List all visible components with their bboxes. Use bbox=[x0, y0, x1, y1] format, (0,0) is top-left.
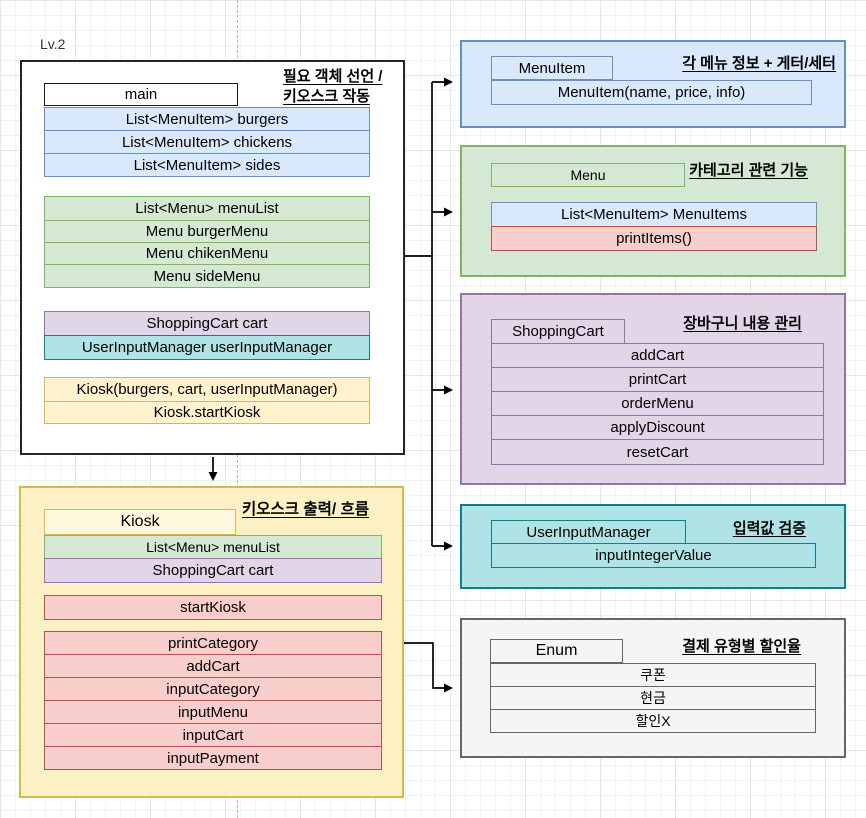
kiosk-fields-group: List<Menu> menuList ShoppingCart cart bbox=[44, 535, 382, 583]
row-cart-ordermenu: orderMenu bbox=[491, 391, 824, 416]
row-addcart: addCart bbox=[44, 654, 382, 678]
row-inputintegervalue: inputIntegerValue bbox=[491, 543, 816, 568]
row-startkiosk: startKiosk bbox=[44, 595, 382, 620]
main-header-box: main bbox=[44, 83, 238, 106]
enum-header-box: Enum bbox=[490, 639, 623, 663]
row-cart-applydiscount: applyDiscount bbox=[491, 415, 824, 440]
main-box-title-line2: 키오스크 작동 bbox=[283, 88, 370, 105]
main-manager-fields-group: ShoppingCart cart UserInputManager userI… bbox=[44, 311, 370, 360]
row-inputmenu: inputMenu bbox=[44, 700, 382, 724]
row-kiosk-menulist: List<Menu> menuList bbox=[44, 535, 382, 559]
shoppingcart-header-box: ShoppingCart bbox=[491, 319, 625, 344]
level-label: Lv.2 bbox=[40, 36, 66, 52]
menuitem-box-title: 각 메뉴 정보 + 게터/세터 bbox=[682, 55, 836, 72]
menu-header-box: Menu bbox=[491, 163, 685, 187]
main-box-title-line1: 필요 객체 선언 / bbox=[283, 68, 383, 85]
menuitem-header-box: MenuItem bbox=[491, 56, 613, 80]
menu-class-box: 카테고리 관련 기능 Menu List<MenuItem> MenuItems… bbox=[460, 145, 846, 277]
row-printcategory: printCategory bbox=[44, 631, 382, 655]
main-list-fields-group: List<MenuItem> burgers List<MenuItem> ch… bbox=[44, 107, 370, 177]
row-kiosk-constructor: Kiosk(burgers, cart, userInputManager) bbox=[44, 377, 370, 402]
kiosk-class-box: 키오스크 출력/ 흐름 Kiosk List<Menu> menuList Sh… bbox=[19, 486, 404, 798]
row-burgers: List<MenuItem> burgers bbox=[44, 107, 370, 131]
row-menu-menuitems: List<MenuItem> MenuItems bbox=[491, 202, 817, 227]
row-inputpayment: inputPayment bbox=[44, 746, 382, 770]
row-enum-cash: 현금 bbox=[490, 686, 816, 710]
userinputmanager-header-box: UserInputManager bbox=[491, 520, 686, 544]
row-menulist: List<Menu> menuList bbox=[44, 196, 370, 221]
menuitem-class-box: 각 메뉴 정보 + 게터/세터 MenuItem MenuItem(name, … bbox=[460, 40, 846, 128]
main-menu-fields-group: List<Menu> menuList Menu burgerMenu Menu… bbox=[44, 196, 370, 288]
enum-box-title: 결제 유형별 할인율 bbox=[682, 638, 801, 655]
enum-values-group: 쿠폰 현금 할인X bbox=[490, 663, 816, 733]
shoppingcart-methods-group: addCart printCart orderMenu applyDiscoun… bbox=[491, 343, 824, 465]
connector-kiosk-to-enum bbox=[404, 642, 453, 693]
enum-class-box: 결제 유형별 할인율 Enum 쿠폰 현금 할인X bbox=[460, 618, 846, 758]
row-menu-printitems: printItems() bbox=[491, 226, 817, 251]
row-chikenmenu: Menu chikenMenu bbox=[44, 242, 370, 265]
main-declaration-box: 필요 객체 선언 / 키오스크 작동 main List<MenuItem> b… bbox=[20, 60, 405, 455]
row-enum-nodiscount: 할인X bbox=[490, 709, 816, 733]
row-enum-coupon: 쿠폰 bbox=[490, 663, 816, 687]
row-inputcategory: inputCategory bbox=[44, 677, 382, 701]
main-kiosk-calls-group: Kiosk(burgers, cart, userInputManager) K… bbox=[44, 377, 370, 424]
userinputmanager-class-box: 입력값 검증 UserInputManager inputIntegerValu… bbox=[460, 504, 846, 589]
kiosk-box-title: 키오스크 출력/ 흐름 bbox=[242, 501, 369, 518]
main-box-title: 필요 객체 선언 / 키오스크 작동 bbox=[283, 67, 382, 107]
menu-members-group: List<MenuItem> MenuItems printItems() bbox=[491, 202, 817, 251]
row-cart-printcart: printCart bbox=[491, 367, 824, 392]
row-sides: List<MenuItem> sides bbox=[44, 153, 370, 177]
kiosk-header-box: Kiosk bbox=[44, 509, 236, 535]
row-cart-addcart: addCart bbox=[491, 343, 824, 368]
menu-box-title: 카테고리 관련 기능 bbox=[689, 162, 808, 179]
row-chickens: List<MenuItem> chickens bbox=[44, 130, 370, 154]
row-kiosk-cart: ShoppingCart cart bbox=[44, 558, 382, 583]
row-kiosk-startkiosk: Kiosk.startKiosk bbox=[44, 401, 370, 424]
row-inputcart: inputCart bbox=[44, 723, 382, 747]
row-sidemenu: Menu sideMenu bbox=[44, 264, 370, 288]
row-userinputmanager: UserInputManager userInputManager bbox=[44, 335, 370, 360]
shoppingcart-class-box: 장바구니 내용 관리 ShoppingCart addCart printCar… bbox=[460, 293, 846, 485]
userinputmanager-box-title: 입력값 검증 bbox=[732, 520, 806, 537]
row-burgermenu: Menu burgerMenu bbox=[44, 220, 370, 243]
kiosk-methods-group: printCategory addCart inputCategory inpu… bbox=[44, 631, 382, 770]
row-cart-resetcart: resetCart bbox=[491, 439, 824, 465]
row-menuitem-constructor: MenuItem(name, price, info) bbox=[491, 80, 812, 105]
shoppingcart-box-title: 장바구니 내용 관리 bbox=[683, 315, 802, 332]
row-shoppingcart-cart: ShoppingCart cart bbox=[44, 311, 370, 336]
